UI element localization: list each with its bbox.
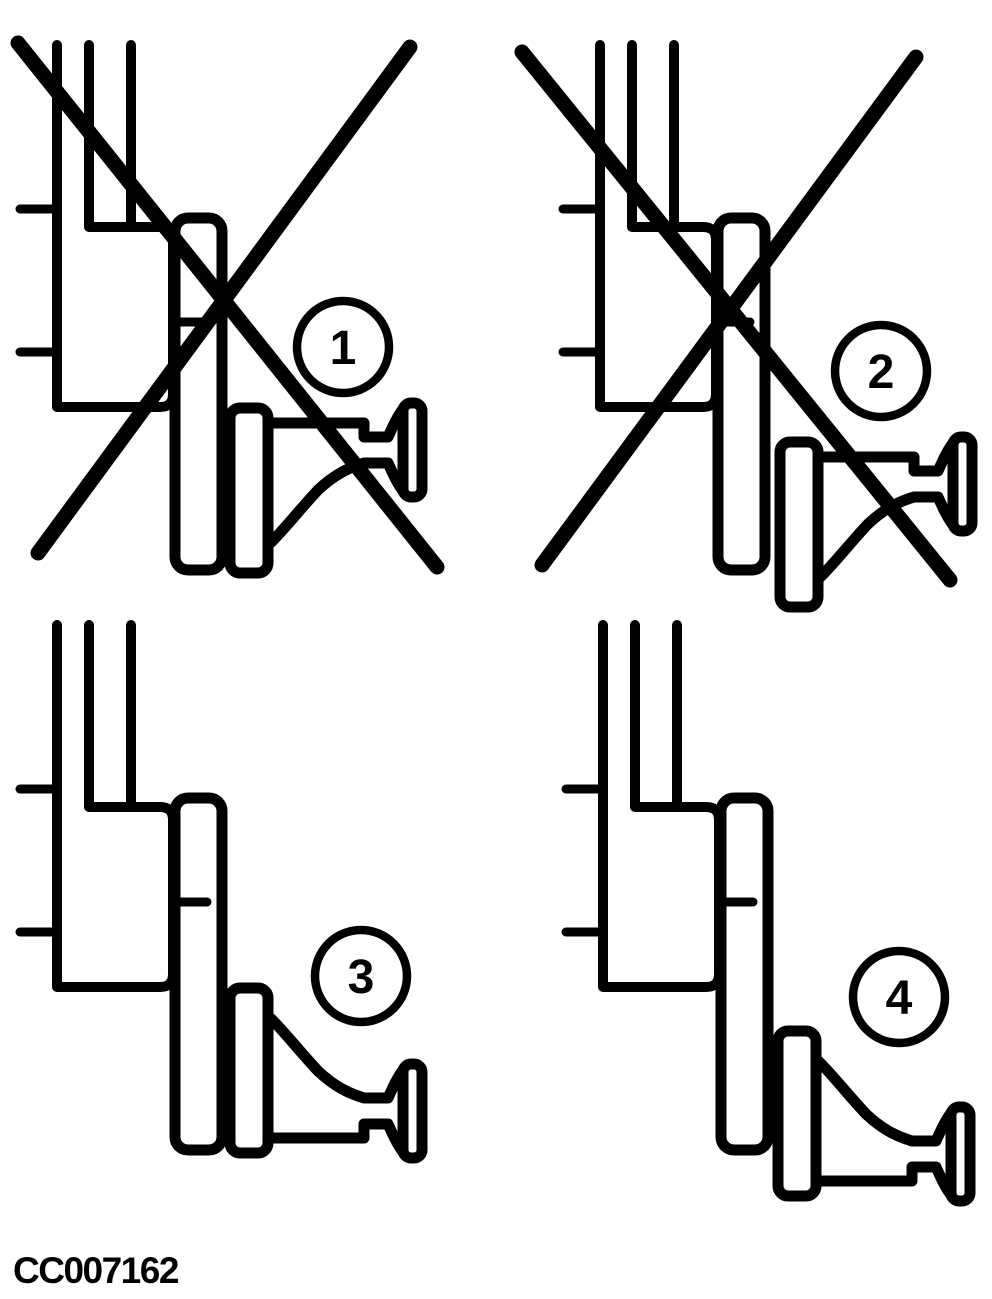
panel-label-2: 2 bbox=[830, 320, 932, 422]
panel-2: 2 bbox=[514, 44, 972, 607]
panel-4: 4 bbox=[566, 625, 970, 1201]
cross-out-mark bbox=[514, 44, 958, 588]
panel-label-1: 1 bbox=[292, 296, 394, 398]
panel-number: 1 bbox=[330, 322, 357, 375]
panel-label-3: 3 bbox=[310, 925, 412, 1027]
panel-number: 4 bbox=[886, 972, 913, 1025]
bracket-fixture bbox=[20, 45, 222, 570]
figure-code: CC007162 bbox=[13, 1250, 179, 1291]
panel-3: 3 bbox=[20, 625, 422, 1158]
panel-label-4: 4 bbox=[848, 946, 950, 1048]
cross-out-mark bbox=[10, 35, 445, 575]
bracket-fixture bbox=[566, 625, 768, 1150]
panel-number: 2 bbox=[868, 346, 895, 399]
horn-assembly-bell-down bbox=[778, 1031, 970, 1201]
panel-1: 1 bbox=[10, 35, 445, 575]
panel-number: 3 bbox=[348, 951, 375, 1004]
bracket-fixture bbox=[20, 625, 222, 1150]
